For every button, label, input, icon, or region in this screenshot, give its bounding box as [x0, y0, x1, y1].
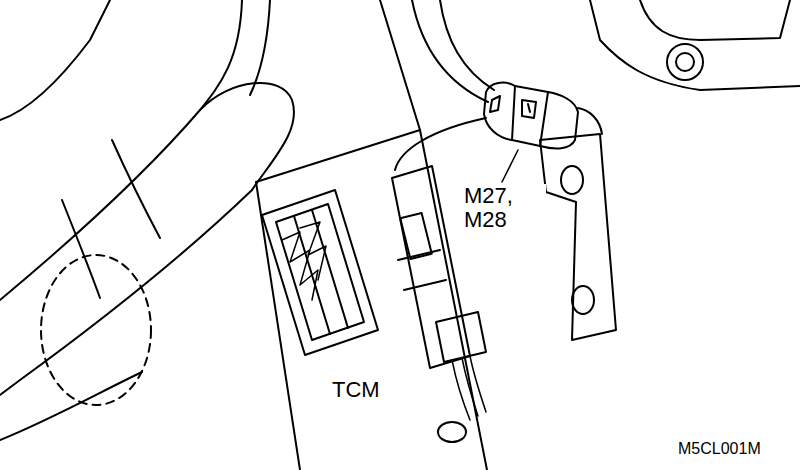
wire [412, 0, 488, 102]
bracket-hole [561, 166, 583, 194]
connector-tab [490, 96, 500, 112]
tcm-edge [256, 130, 487, 470]
mount-bracket [540, 134, 616, 340]
bracket-edge [578, 108, 602, 134]
harness-band [112, 140, 160, 238]
connector-label: M27, M28 [462, 184, 546, 232]
small-connector [436, 312, 486, 362]
bracket-line [398, 250, 446, 290]
tcm-connector [262, 190, 378, 355]
connector-wires [282, 222, 326, 300]
body-panel [590, 0, 800, 90]
harness-band [62, 200, 100, 298]
tcm-connector [276, 204, 364, 340]
bolt [676, 53, 694, 71]
tcm-edge [380, 0, 420, 130]
bracket-hole [572, 286, 594, 314]
figure-code: M5CL001M [676, 440, 763, 458]
wire [395, 118, 486, 170]
wire [440, 0, 494, 90]
harness-sleeve [0, 190, 252, 395]
hidden-outline [41, 255, 151, 405]
harness-sleeve [0, 372, 142, 440]
harness-connector [484, 83, 578, 149]
body-panel [0, 0, 110, 120]
component-label: TCM [330, 378, 382, 402]
leader-line [502, 150, 518, 182]
body-panel [640, 0, 790, 40]
wire [452, 356, 486, 420]
connector-latch [522, 100, 536, 118]
bolt [438, 422, 466, 442]
connector-seam [512, 86, 548, 146]
harness-sleeve [0, 0, 242, 300]
tcm-bracket [392, 166, 470, 368]
harness-sleeve [250, 0, 270, 95]
bolt [667, 44, 703, 80]
connector-rib [294, 210, 348, 334]
